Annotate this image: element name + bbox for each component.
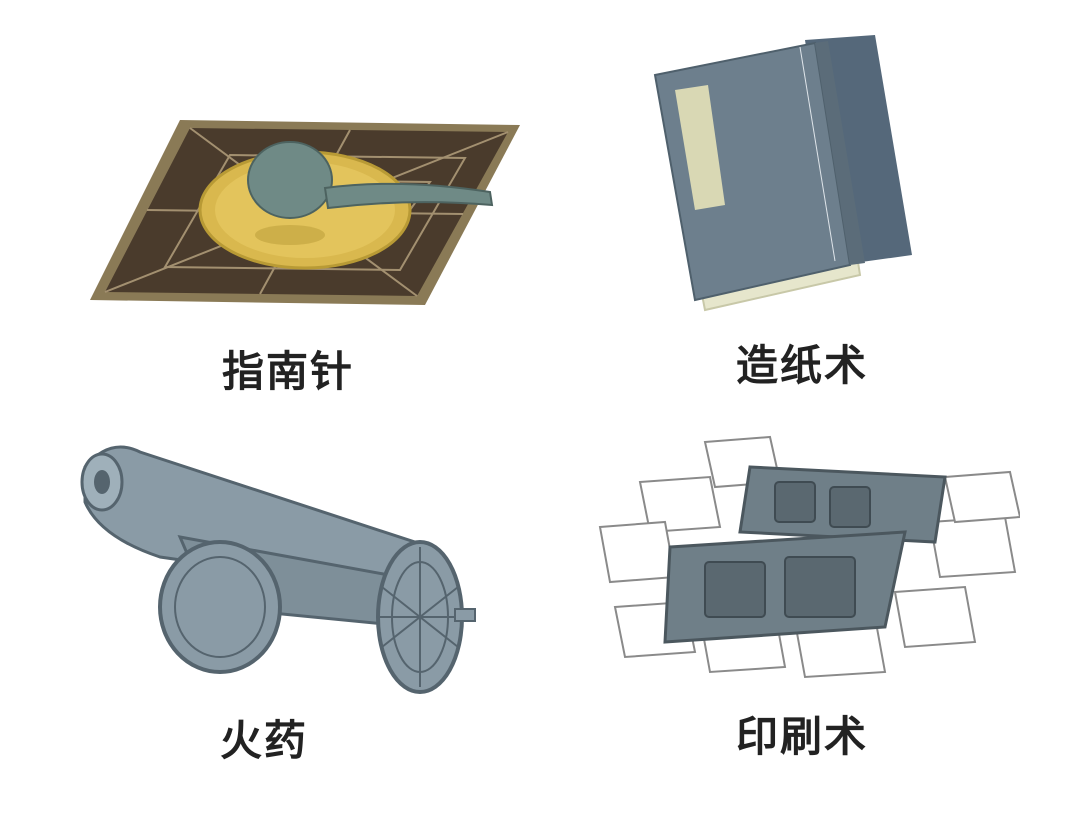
book-icon xyxy=(653,35,912,312)
compass-panel: 指南针 xyxy=(0,0,540,407)
papermaking-label: 造纸术 xyxy=(736,341,869,390)
printing-panel: 印刷术 xyxy=(540,407,1077,815)
printing-label: 印刷术 xyxy=(736,712,869,761)
compass-spoon-icon xyxy=(90,120,520,305)
movable-type-icon xyxy=(598,435,1020,679)
gunpowder-panel: 火药 xyxy=(0,407,540,815)
papermaking-panel: 造纸术 xyxy=(540,0,1077,407)
cannon-icon xyxy=(80,445,476,694)
compass-label: 指南针 xyxy=(222,347,355,396)
gunpowder-label: 火药 xyxy=(220,716,309,765)
